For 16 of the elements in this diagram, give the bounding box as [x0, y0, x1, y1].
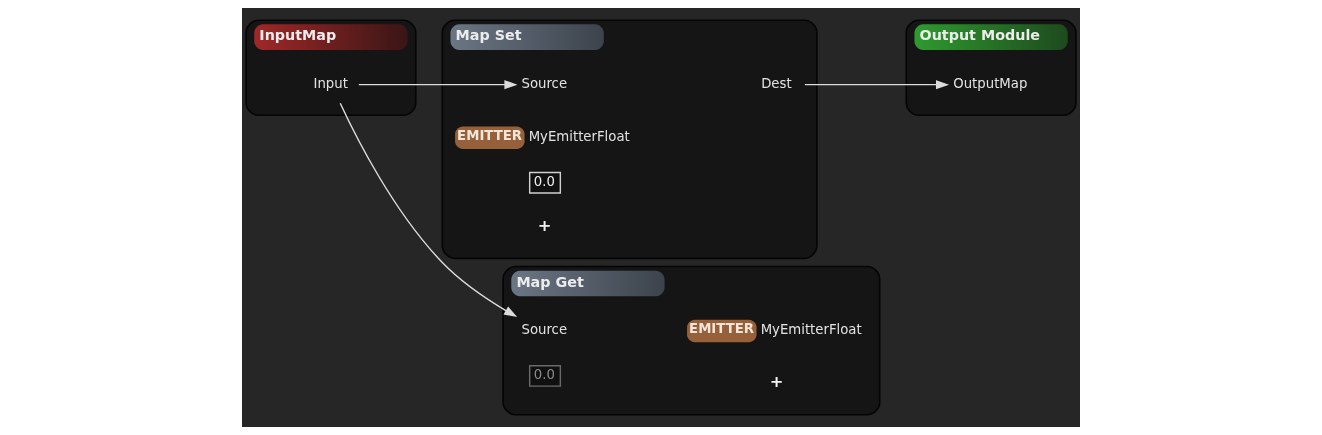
- arrow: [339, 102, 518, 318]
- node-box: EMITTER: [687, 319, 757, 343]
- node-box: 0.0: [528, 171, 562, 194]
- node-box: EMITTER: [455, 126, 525, 150]
- node-text: OutputMap: [953, 76, 1028, 92]
- node-label: MyEmitterFloat: [760, 322, 862, 338]
- arrow: [358, 80, 518, 90]
- label: +: [537, 215, 552, 235]
- node-text: Source: [521, 322, 568, 338]
- label: +: [769, 371, 784, 391]
- node-text: Source: [521, 76, 568, 92]
- arrow: [804, 80, 950, 90]
- node-text: Dest: [761, 76, 792, 92]
- node-text: Input: [313, 76, 348, 92]
- node-label: MyEmitterFloat: [528, 129, 630, 145]
- node-box: 0.0: [528, 364, 562, 387]
